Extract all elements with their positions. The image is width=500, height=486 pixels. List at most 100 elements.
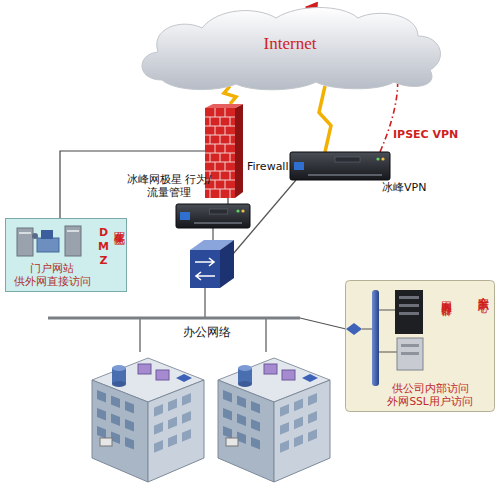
windows — [154, 440, 163, 453]
windows — [308, 429, 317, 442]
windows — [125, 419, 134, 432]
server-icon — [112, 365, 126, 387]
data-center — [399, 296, 419, 299]
phone-icon — [100, 438, 112, 446]
dmz-zone — [17, 228, 33, 256]
vpn-gateway — [294, 162, 304, 170]
windows — [154, 422, 163, 435]
traffic-manager: 冰峰网极星 行为/流量管理 — [176, 204, 250, 228]
switch-side — [220, 240, 234, 288]
office-bus — [48, 317, 300, 320]
node-text: 安全数据中心 — [475, 288, 490, 294]
wire — [204, 288, 205, 318]
switch-arrows — [195, 258, 215, 280]
firewall — [225, 144, 226, 153]
windows — [97, 408, 106, 421]
pc-icons — [282, 370, 295, 380]
network-label: 办公网络 — [183, 324, 231, 341]
small-switch — [176, 374, 192, 382]
firewall — [220, 189, 221, 198]
wire — [300, 318, 346, 329]
firewall — [220, 153, 221, 162]
firewall — [225, 162, 226, 171]
data-center — [346, 281, 495, 412]
windows — [251, 437, 260, 450]
data-center — [399, 312, 419, 315]
node-text: DMZ — [97, 226, 110, 268]
firewall — [235, 104, 243, 198]
vpn-gateway — [376, 157, 379, 160]
office-building — [92, 358, 204, 482]
vpn-gateway: 冰峰VPN — [290, 152, 390, 180]
pc-icons — [138, 364, 169, 380]
vpn-gateway — [290, 152, 390, 180]
pc-icons — [264, 364, 277, 374]
node-text: 冰峰网极星 行为/流量管理 — [126, 173, 212, 199]
windows — [237, 413, 246, 426]
wire — [265, 318, 266, 352]
dmz-zone — [37, 238, 59, 252]
windows — [223, 390, 260, 450]
server-icon — [238, 365, 252, 387]
traffic-manager — [194, 222, 242, 224]
windows — [154, 393, 191, 453]
windows — [182, 393, 191, 406]
wire — [227, 198, 228, 204]
windows — [125, 437, 134, 450]
windows — [251, 401, 260, 414]
firewall — [230, 135, 231, 144]
windows — [97, 390, 134, 450]
node-text: 供公司内部访问 外网SSL用户访问 — [381, 382, 479, 408]
firewall — [210, 189, 211, 198]
firewall — [230, 189, 231, 198]
building-right — [274, 380, 330, 482]
data-center — [401, 352, 419, 355]
windows — [111, 395, 120, 408]
server-icon — [238, 365, 252, 371]
data-center — [362, 329, 372, 330]
building-left — [92, 380, 148, 482]
windows — [294, 435, 303, 448]
firewall — [225, 126, 226, 135]
data-center — [346, 323, 362, 335]
firewall — [220, 171, 221, 180]
firewall — [225, 108, 226, 117]
windows — [280, 404, 289, 417]
vpn-gateway — [381, 157, 384, 160]
building-left — [218, 380, 274, 482]
dmz-zone — [32, 233, 38, 239]
windows — [97, 390, 106, 403]
data-center — [379, 310, 395, 311]
windows — [294, 417, 303, 430]
firewall — [220, 135, 221, 144]
server-icon — [112, 381, 126, 387]
pc-icons — [138, 364, 151, 374]
traffic-manager — [176, 204, 250, 228]
pc-icons — [264, 364, 295, 380]
firewall — [230, 117, 231, 126]
firewall — [210, 135, 211, 144]
dmz-zone — [41, 230, 53, 239]
dmz-zone — [6, 219, 127, 292]
data-center — [395, 290, 423, 334]
windows — [125, 401, 134, 414]
phone-icon — [226, 438, 238, 446]
lightning-link — [319, 86, 331, 152]
node-text: Firewall — [247, 160, 288, 173]
firewall — [215, 180, 216, 189]
windows — [308, 411, 317, 424]
windows — [97, 426, 106, 439]
pc-icons — [156, 370, 169, 380]
windows — [237, 395, 246, 408]
traffic-manager — [176, 204, 250, 228]
firewall — [210, 117, 211, 126]
windows — [182, 411, 191, 424]
firewall — [205, 104, 243, 108]
dmz-zone — [65, 226, 81, 256]
windows — [223, 390, 232, 403]
dmz-zone — [67, 230, 79, 232]
data-center — [379, 352, 397, 353]
windows — [280, 440, 289, 453]
vpn-gateway — [335, 157, 360, 162]
